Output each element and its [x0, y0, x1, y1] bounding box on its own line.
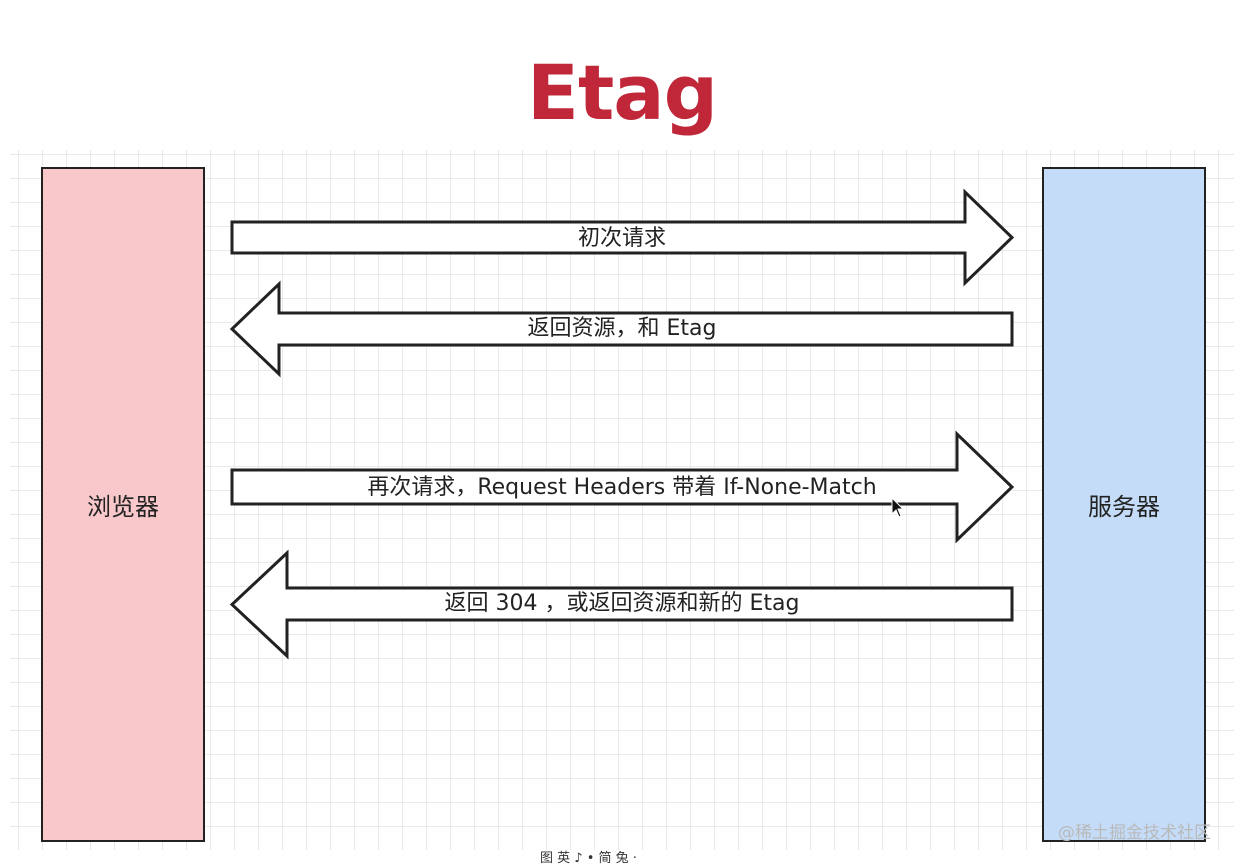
arrow-label-return-resource-etag: 返回资源，和 Etag — [527, 316, 717, 341]
arrow-label-initial-request: 初次请求 — [577, 226, 666, 251]
arrow-return-resource-etag — [229, 280, 1014, 378]
mouse-cursor-icon — [891, 497, 905, 518]
arrow-initial-request — [230, 188, 1015, 287]
watermark: @稀土掘金技术社区 — [1058, 823, 1211, 843]
browser-label: 浏览器 — [87, 493, 159, 521]
browser-box: 浏览器 — [41, 167, 205, 842]
caption-strip: 图 英 ♪ • 简 兔 · — [540, 851, 637, 866]
arrow-repeat-request — [230, 430, 1015, 544]
server-label: 服务器 — [1088, 493, 1160, 521]
server-box: 服务器 — [1042, 167, 1206, 842]
arrow-label-repeat-request: 再次请求，Request Headers 带着 If-None-Match — [367, 475, 877, 500]
arrow-return-304 — [229, 549, 1014, 660]
arrow-label-return-304: 返回 304 ，或返回资源和新的 Etag — [444, 591, 800, 616]
diagram-title: Etag — [527, 48, 718, 137]
